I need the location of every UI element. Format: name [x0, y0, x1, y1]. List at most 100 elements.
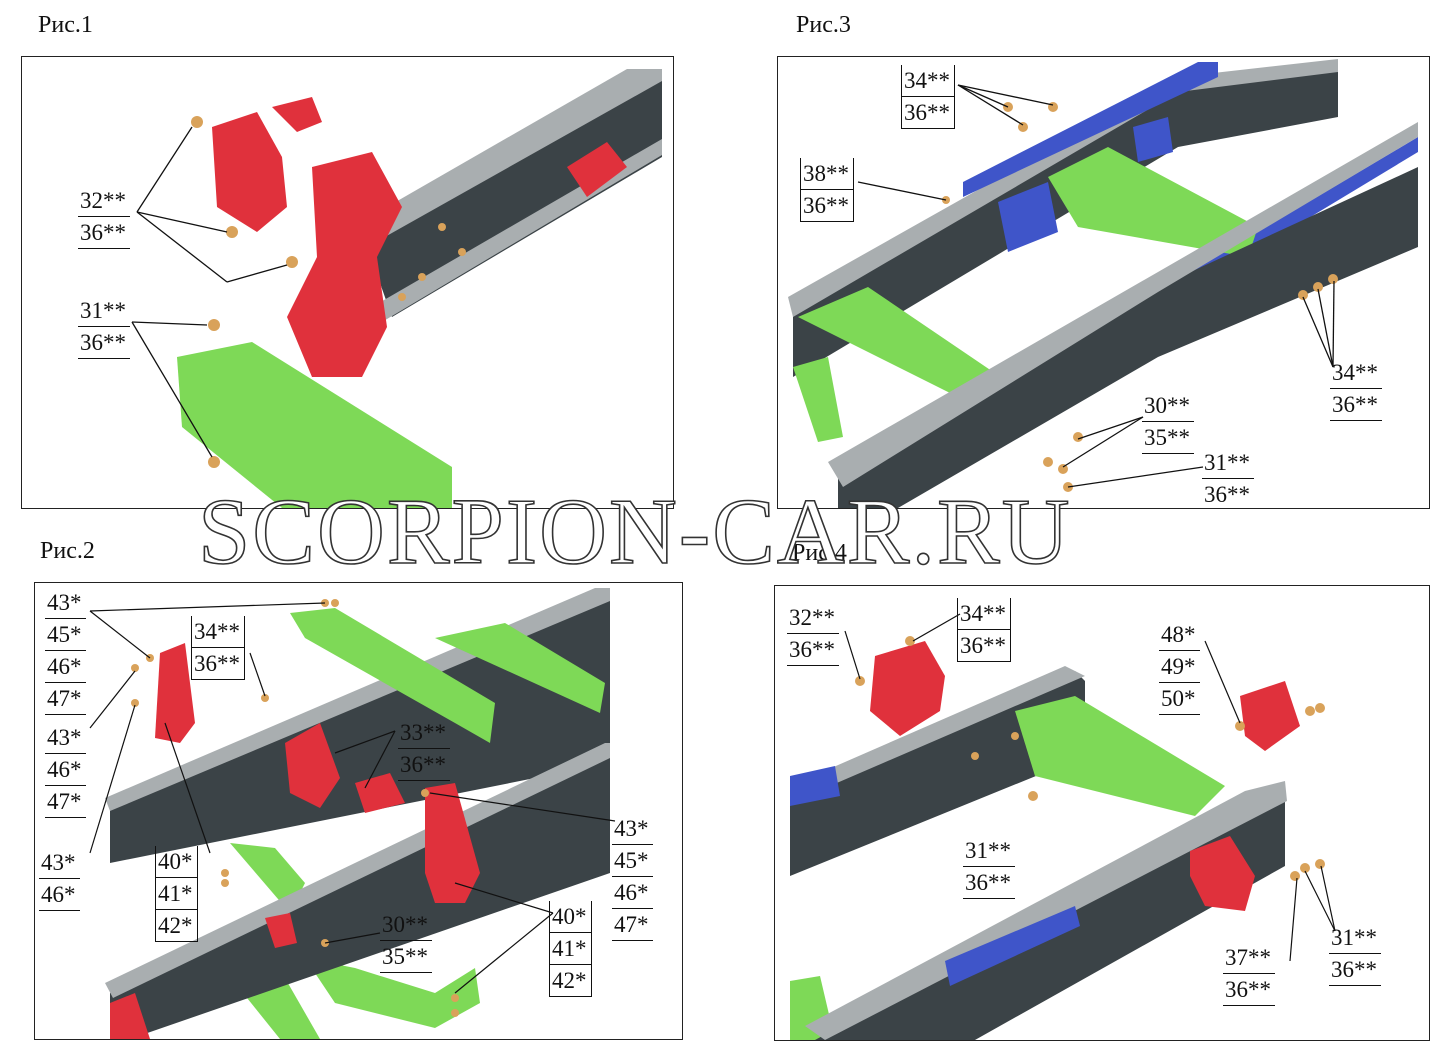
far-rail-top: [790, 666, 1085, 801]
figure-3-callout-5: 31** 36**: [1202, 447, 1254, 508]
bolts: [855, 636, 1325, 881]
callout-row: 36**: [800, 190, 854, 222]
figure-4-callout-2: 34** 36**: [957, 598, 1011, 662]
callout-row: 36**: [963, 867, 1015, 899]
callout-row: 48*: [1159, 619, 1200, 651]
callout-row: 30**: [380, 909, 432, 941]
callout-row: 42*: [549, 965, 592, 997]
figure-3-title: Рис.3: [796, 12, 851, 38]
bracket-5: [265, 913, 297, 948]
bracket-6: [110, 993, 150, 1039]
figure-4-callout-3: 48* 49* 50*: [1159, 619, 1200, 715]
callout-row: 30**: [1142, 390, 1194, 422]
figure-1-callout-2: 31** 36**: [78, 295, 130, 359]
callout-row: 40*: [155, 846, 198, 878]
figure-2-title: Рис.2: [40, 538, 95, 564]
spring-bracket: [287, 152, 402, 377]
callout-row: 36**: [1330, 389, 1382, 421]
callout-row: 50*: [1159, 683, 1200, 715]
callout-row: 47*: [45, 786, 86, 818]
figure-1-panel: 32** 36** 31** 36**: [21, 56, 674, 509]
callout-row: 31**: [1329, 922, 1381, 954]
figure-3-callout-2: 38** 36**: [800, 158, 854, 222]
bolts: [191, 116, 466, 468]
callout-row: 49*: [1159, 651, 1200, 683]
leader-lines: [131, 126, 288, 458]
bracket-2: [285, 723, 340, 808]
figure-2-callout-2: 34** 36**: [191, 616, 245, 680]
figure-2-callout-8: 30** 35**: [380, 909, 432, 973]
bracket-4: [425, 783, 480, 903]
frame-rail-side: [362, 77, 662, 317]
callout-row: 42*: [155, 910, 198, 942]
figure-2-drawing: [89, 588, 616, 1039]
figure-2-callout-7: 40* 41* 42*: [155, 846, 198, 942]
crossmember-arc: [290, 608, 495, 743]
crossmember-left: [798, 287, 1008, 402]
blue-rail-top: [963, 62, 1218, 197]
figure-1-callout-1: 32** 36**: [78, 185, 130, 249]
figure-4-callout-5: 37** 36**: [1223, 942, 1275, 1006]
figure-4-callout-6: 31** 36**: [1329, 922, 1381, 986]
figure-4-callout-4: 31** 36**: [963, 835, 1015, 899]
callout-row: 33**: [398, 717, 450, 749]
callout-row: 31**: [78, 295, 130, 327]
callout-row: 43*: [45, 722, 86, 754]
callout-row: 45*: [612, 845, 653, 877]
bracket-right: [1240, 681, 1300, 751]
callout-row: 32**: [78, 185, 130, 217]
callout-row: 36**: [901, 97, 955, 129]
callout-row: 37**: [1223, 942, 1275, 974]
crossmember-top: [1048, 147, 1258, 257]
bracket-upper: [870, 641, 945, 736]
figure-4-panel: 32** 36** 34** 36** 48* 49* 50* 31** 36*…: [774, 585, 1430, 1041]
bracket-1: [155, 643, 195, 743]
callout-row: 36**: [1202, 479, 1254, 508]
callout-row: 47*: [45, 683, 86, 715]
callout-row: 35**: [1142, 422, 1194, 454]
callout-row: 46*: [45, 651, 86, 683]
crossmember: [1015, 696, 1225, 816]
figure-3-callout-1: 34** 36**: [901, 65, 955, 129]
callout-row: 43*: [39, 847, 80, 879]
crossmember-low: [230, 843, 305, 913]
figure-4-drawing: [790, 613, 1336, 1040]
figure-2-panel: 43* 45* 46* 47* 34** 36** 43* 46* 47* 33…: [34, 582, 683, 1040]
callout-row: 31**: [1202, 447, 1254, 479]
callout-row: 46*: [39, 879, 80, 911]
crossmember: [177, 342, 452, 508]
small-plate: [272, 97, 322, 132]
upper-bracket: [212, 112, 287, 232]
callout-row: 43*: [612, 813, 653, 845]
callout-row: 36**: [398, 749, 450, 781]
blue-stub: [790, 766, 840, 806]
near-rail-top: [805, 781, 1287, 1040]
leader-lines: [89, 602, 616, 994]
leader-lines: [844, 613, 1336, 962]
blue-rail: [945, 906, 1080, 986]
leader-lines: [857, 84, 1335, 488]
callout-row: 36**: [1223, 974, 1275, 1006]
callout-row: 34**: [191, 616, 245, 648]
bracket-lower: [1190, 836, 1255, 911]
callout-row: 34**: [901, 65, 955, 97]
near-rail-side: [838, 167, 1418, 508]
callout-row: 45*: [45, 619, 86, 651]
blue-plate: [998, 182, 1058, 252]
figure-1-drawing: [131, 69, 662, 508]
far-rail-side: [790, 671, 1085, 876]
rail-bracket: [567, 142, 627, 197]
callout-row: 46*: [612, 877, 653, 909]
callout-row: 36**: [957, 630, 1011, 662]
figure-4-callout-1: 32** 36**: [787, 602, 839, 666]
crossmember-leg: [793, 357, 843, 442]
figure-3-callout-3: 34** 36**: [1330, 357, 1382, 421]
callout-row: 36**: [78, 217, 130, 249]
callout-row: 36**: [1329, 954, 1381, 986]
bolts: [942, 102, 1338, 492]
callout-row: 47*: [612, 909, 653, 941]
figure-2-callout-6: 43* 46*: [39, 847, 80, 911]
near-rail-side: [110, 753, 610, 1039]
callout-row: 31**: [963, 835, 1015, 867]
far-rail-side: [793, 67, 1338, 377]
